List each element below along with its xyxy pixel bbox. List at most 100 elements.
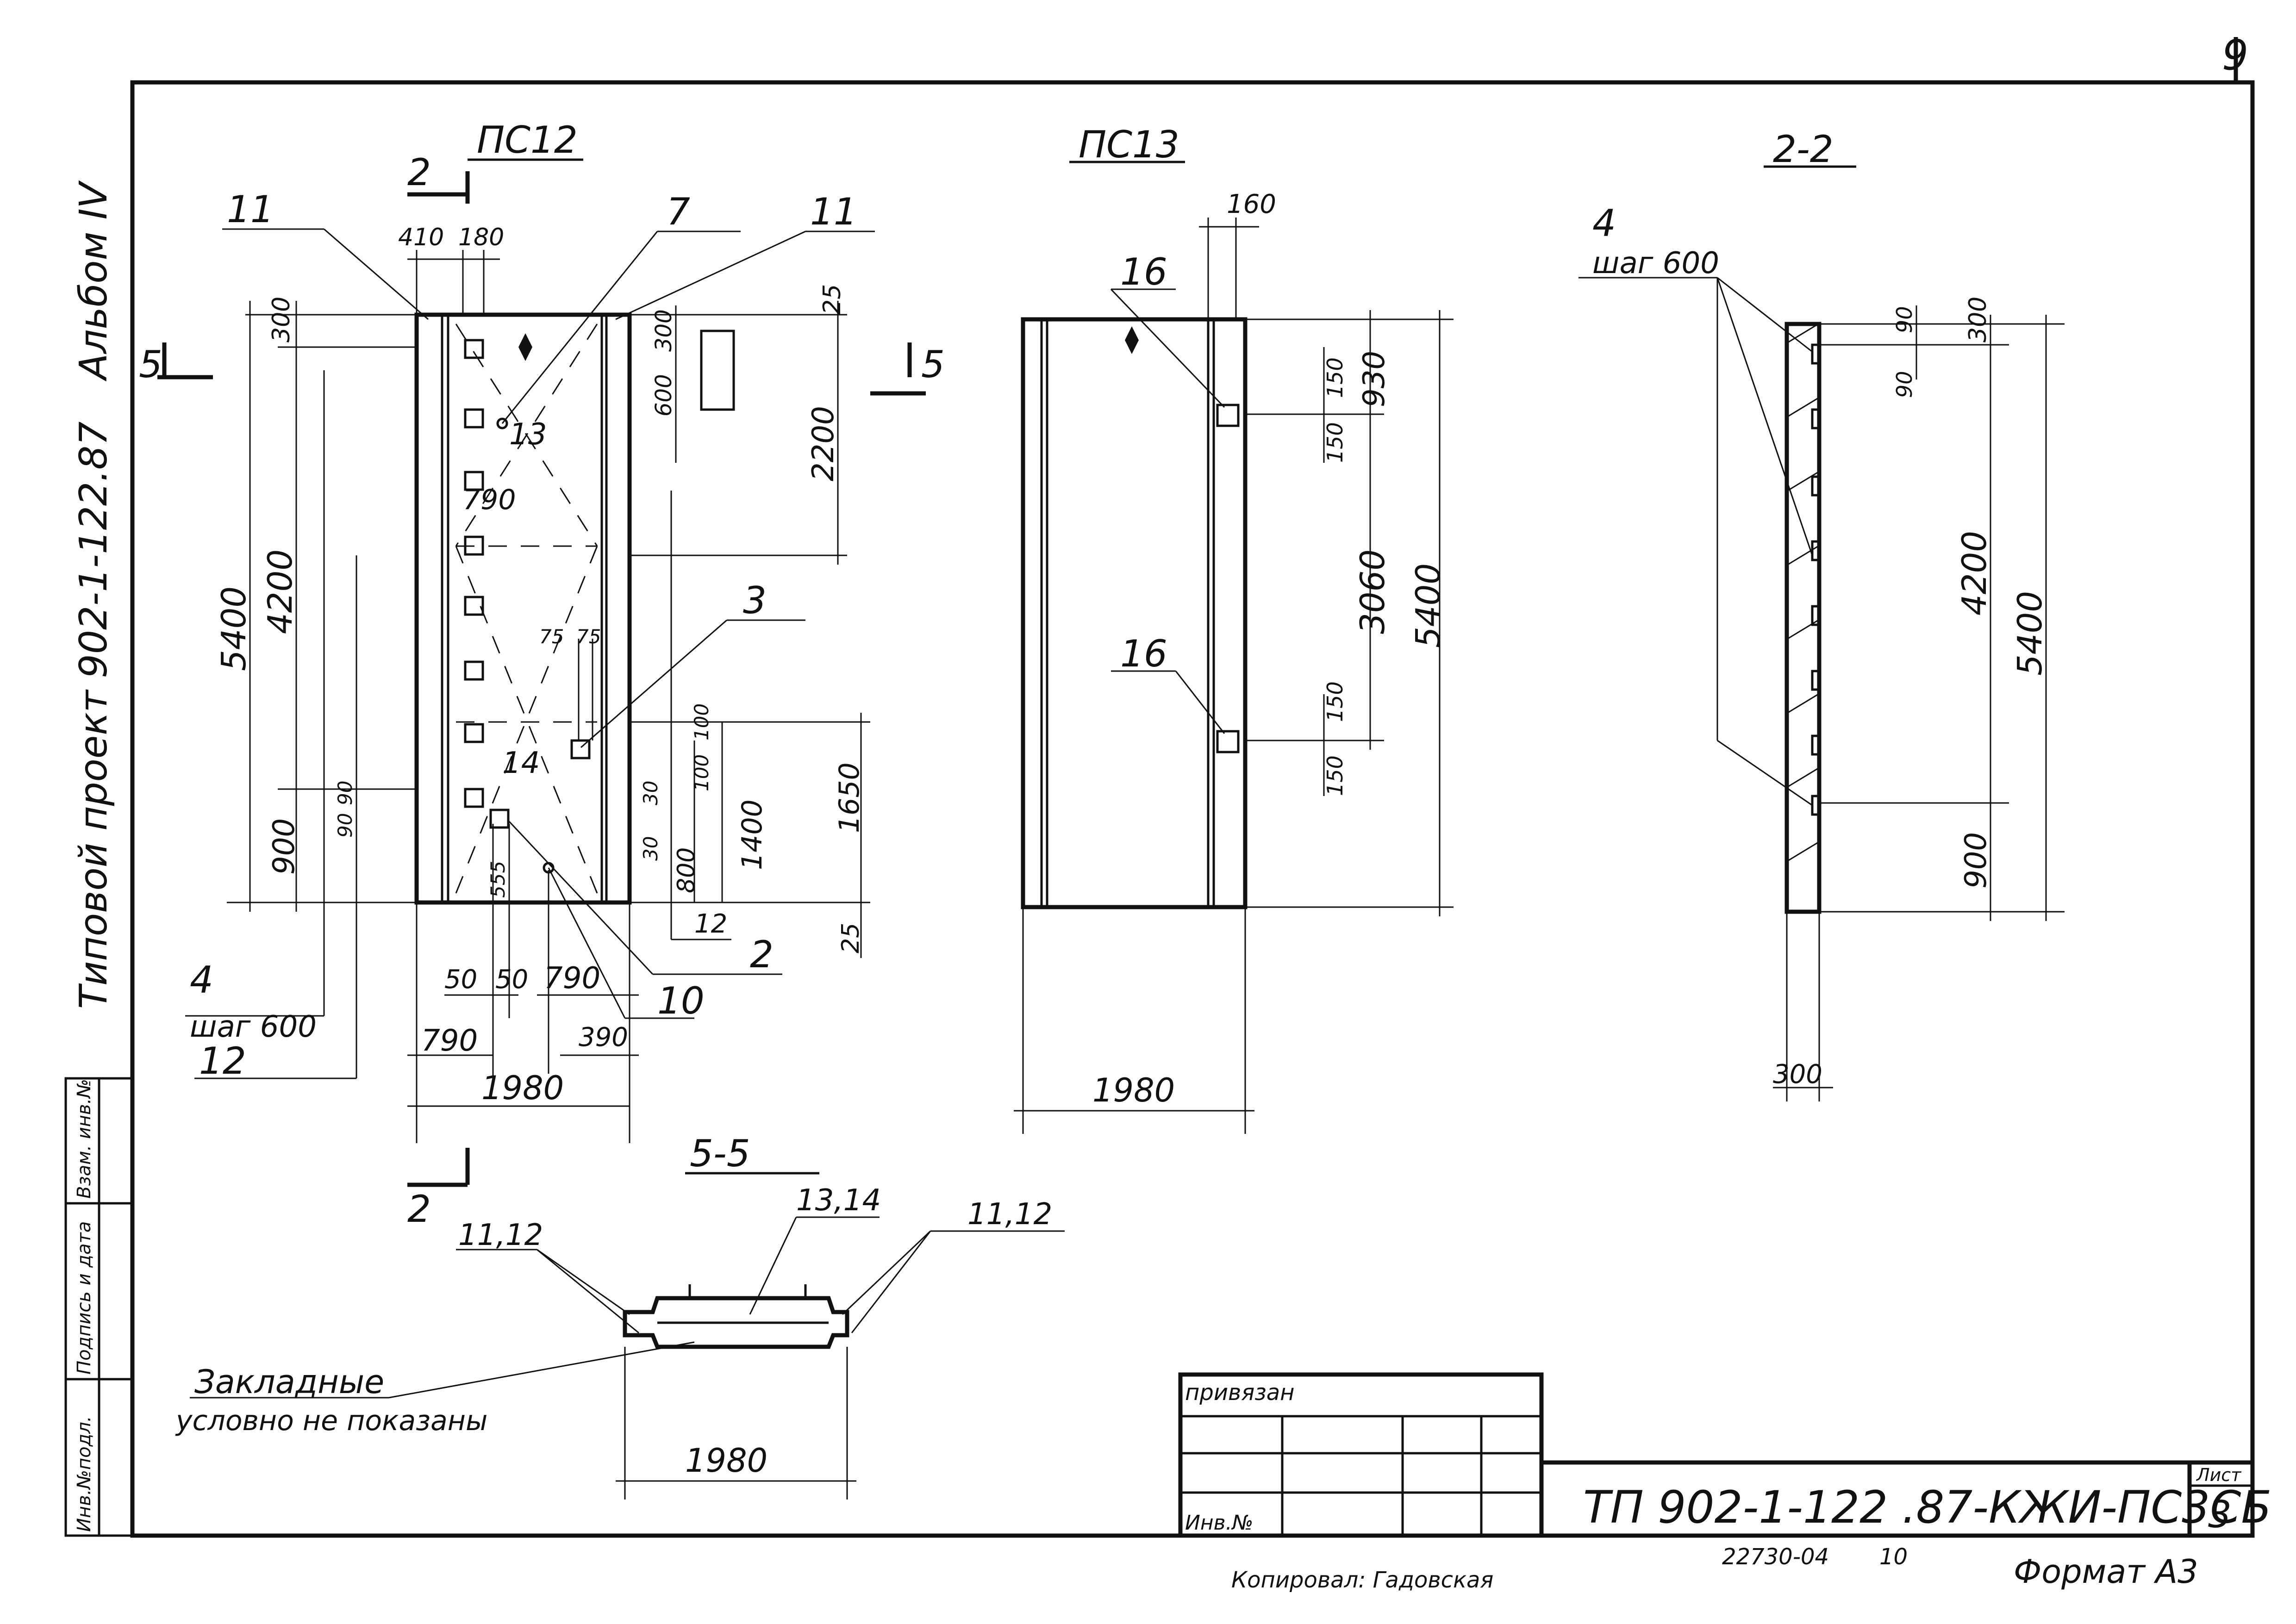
ps12-plate-9 bbox=[489, 809, 510, 829]
ps13-panel-outline bbox=[1021, 317, 1248, 909]
sec22-dim-300: 300 bbox=[1964, 297, 1992, 342]
svg-text:2: 2 bbox=[407, 1188, 431, 1231]
stamp-replace-inv: Взам. инв.№ bbox=[74, 1079, 95, 1199]
svg-text:5: 5 bbox=[139, 343, 162, 386]
dim-90b: 90 bbox=[334, 813, 356, 838]
ps12-callout-3: 3 bbox=[743, 579, 767, 622]
ps12-opening bbox=[700, 330, 735, 411]
dim-5400-ps13: 5400 bbox=[1409, 563, 1447, 648]
dim-900-ps12: 900 bbox=[267, 818, 301, 875]
dim-150a: 150 bbox=[1323, 357, 1348, 398]
dim-50a: 50 bbox=[444, 964, 477, 995]
sec22-dim-90b: 90 bbox=[1892, 371, 1917, 398]
dim-100b: 100 bbox=[690, 754, 713, 791]
ps13-callout-16-top: 16 bbox=[1120, 250, 1167, 293]
title-doc-code: ТП 902-1-122 .87-КЖИ-ПС3СБ bbox=[1583, 1481, 2271, 1533]
view-section-2-2: 2-2 4 шаг 600 90 bbox=[1578, 128, 2065, 1101]
dim-300-left: 300 bbox=[268, 297, 295, 342]
view-section-5-5: 5-5 11,12 13,14 11,12 1980 Закладные усл… bbox=[175, 1132, 1065, 1500]
dim-790-left: 790 bbox=[421, 1024, 478, 1058]
ps12-title: ПС12 bbox=[477, 118, 578, 162]
sheet-frame: 9 bbox=[130, 31, 2255, 1538]
title-sheet-label: Лист bbox=[2196, 1465, 2242, 1485]
ps12-plate-2 bbox=[464, 408, 484, 429]
dim-300-right: 300 bbox=[651, 309, 677, 352]
ps12-callout-4-step: шаг 600 bbox=[190, 1010, 317, 1044]
ps12-callout-11-left: 11 bbox=[227, 188, 274, 231]
sec55-callout-11-12-left: 11,12 bbox=[458, 1218, 543, 1252]
ps13-plate-top bbox=[1216, 404, 1240, 427]
sec22-callout-4: 4 bbox=[1592, 202, 1616, 245]
svg-text:5: 5 bbox=[921, 343, 945, 386]
sec22-slab bbox=[1784, 322, 1822, 914]
dim-100a: 100 bbox=[690, 703, 713, 740]
ps13-callout-16-bottom: 16 bbox=[1120, 632, 1167, 675]
dim-50b: 50 bbox=[495, 964, 528, 995]
ps12-plate-10 bbox=[570, 739, 591, 759]
sec22-dim-300-width: 300 bbox=[1773, 1059, 1822, 1089]
sec22-title: 2-2 bbox=[1773, 128, 1834, 171]
ps12-callout-10: 10 bbox=[657, 979, 705, 1022]
sec55-note-line-1: Закладные bbox=[194, 1363, 384, 1401]
dim-1650: 1650 bbox=[833, 762, 866, 833]
dim-2200: 2200 bbox=[806, 406, 841, 481]
ps13-title: ПС13 bbox=[1079, 123, 1179, 166]
dim-3060: 3060 bbox=[1353, 549, 1392, 634]
sec55-profile bbox=[623, 1296, 849, 1349]
dim-160: 160 bbox=[1227, 189, 1276, 219]
dim-930: 930 bbox=[1357, 351, 1391, 407]
dim-790-right: 790 bbox=[544, 961, 600, 996]
dim-800: 800 bbox=[673, 847, 700, 893]
project-title-vertical: Типовой проект 902-1-122.87 bbox=[72, 422, 116, 1009]
left-stamp: Инв.№подл. Подпись и дата Взам. инв.№ bbox=[64, 1077, 134, 1537]
ps12-plate-7 bbox=[464, 723, 484, 743]
ps12-callout-13: 13 bbox=[509, 417, 547, 452]
dim-5400-ps12: 5400 bbox=[214, 586, 253, 671]
ps13-plate-bottom bbox=[1216, 730, 1240, 753]
dim-150b: 150 bbox=[1323, 422, 1348, 463]
ps12-section-mark-2-top: 2 bbox=[407, 151, 470, 204]
dim-410: 410 bbox=[398, 224, 444, 251]
dim-25-bottom: 25 bbox=[837, 923, 865, 953]
title-archive-sheet: 10 bbox=[1879, 1544, 1908, 1570]
sec22-callout-4-step: шаг 600 bbox=[1592, 246, 1719, 280]
ps12-section-mark-2-bottom: 2 bbox=[407, 1148, 470, 1231]
dim-30b: 30 bbox=[639, 836, 662, 861]
dim-150d: 150 bbox=[1323, 755, 1348, 796]
dim-30a: 30 bbox=[639, 781, 662, 805]
dim-75a: 75 bbox=[539, 625, 564, 648]
sec22-dim-900: 900 bbox=[1959, 832, 1993, 889]
title-copied-by: Копировал: Гадовская bbox=[1231, 1567, 1493, 1593]
sec55-callout-13-14: 13,14 bbox=[796, 1183, 881, 1218]
ps12-plate-6 bbox=[464, 660, 484, 681]
ps12-plate-8 bbox=[464, 788, 484, 808]
title-bound-label: привязан bbox=[1185, 1380, 1295, 1406]
sec55-title: 5-5 bbox=[690, 1132, 750, 1175]
ps12-plate-5 bbox=[464, 596, 484, 616]
sec22-dim-4200: 4200 bbox=[1955, 531, 1994, 616]
ps12-section-mark-5-right: 5 bbox=[870, 342, 945, 396]
sec55-dim-1980: 1980 bbox=[685, 1442, 767, 1480]
dim-25-top: 25 bbox=[818, 284, 846, 315]
sec22-dim-90a: 90 bbox=[1892, 306, 1917, 333]
dim-1980-ps13: 1980 bbox=[1092, 1071, 1175, 1109]
dim-150c: 150 bbox=[1323, 681, 1348, 722]
ps12-callout-11-right: 11 bbox=[810, 190, 857, 233]
sheet-number: 9 bbox=[2222, 31, 2248, 80]
album-title-vertical: Альбом IV bbox=[72, 180, 116, 382]
title-inv-label: Инв.№ bbox=[1185, 1511, 1253, 1535]
ps12-plate-1 bbox=[464, 339, 484, 359]
title-block: привязан Инв.№ ТП 902-1-122 .87-КЖИ-ПС3С… bbox=[1178, 1372, 2271, 1593]
dim-790-mid: 790 bbox=[463, 484, 516, 516]
dim-555: 555 bbox=[487, 861, 509, 898]
ps12-callout-12-left: 12 bbox=[199, 1039, 246, 1083]
title-archive-no: 22730-04 bbox=[1722, 1544, 1829, 1570]
sec55-callout-11-12-right: 11,12 bbox=[967, 1197, 1052, 1232]
ps12-callout-12-right: 12 bbox=[694, 909, 727, 939]
ps12-section-mark-5-left: 5 bbox=[139, 342, 213, 386]
ps13-marker-diamond bbox=[1125, 326, 1139, 354]
view-ps12: ПС12 2 bbox=[139, 118, 945, 1231]
ps12-callout-2: 2 bbox=[750, 933, 774, 976]
ps12-callout-7: 7 bbox=[667, 190, 690, 233]
